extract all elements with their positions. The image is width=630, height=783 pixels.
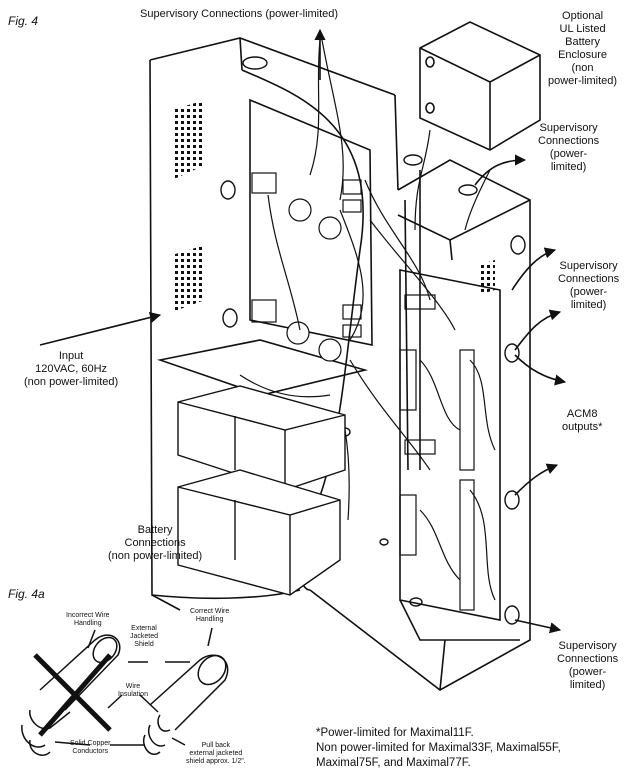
- label-input: Input 120VAC, 60Hz (non power-limited): [24, 350, 119, 388]
- wires: [239, 39, 496, 601]
- cabinet: [149, 37, 531, 691]
- label-supervisory-top: Supervisory Connections (power-limited): [140, 8, 339, 20]
- figure-label-inset: Fig. 4a: [8, 587, 45, 601]
- label-correct-handling: Correct Wire Handling: [190, 608, 230, 623]
- arrows: [39, 28, 567, 634]
- label-supervisory-right-2: Supervisory Connections (power- limited): [558, 260, 620, 311]
- label-solid-copper: Solid Copper Conductors: [70, 740, 111, 755]
- label-wire-insulation: Wire Insulation: [118, 683, 148, 698]
- label-battery-connections: Battery Connections (non power-limited): [108, 524, 203, 562]
- knockouts: [220, 56, 526, 625]
- label-pull-back: Pull back external jacketed shield appro…: [186, 742, 246, 765]
- label-supervisory-bottom-right: Supervisory Connections (power- limited): [557, 640, 619, 691]
- circuit-boards: [251, 172, 475, 611]
- battery-enclosure: [419, 21, 541, 151]
- vents: [172, 100, 495, 312]
- figure-label-main: Fig. 4: [8, 14, 39, 28]
- batteries: [177, 385, 346, 596]
- label-external-shield: External Jacketed Shield: [130, 625, 159, 648]
- label-incorrect-handling: Incorrect Wire Handling: [66, 612, 110, 627]
- label-acm8-outputs: ACM8 outputs*: [562, 408, 603, 433]
- footnote: *Power-limited for Maximal11F. Non power…: [316, 727, 561, 769]
- label-optional-enclosure: Optional UL Listed Battery Enclosure (no…: [548, 10, 618, 87]
- label-supervisory-right-1: Supervisory Connections (power- limited): [538, 122, 600, 173]
- inset-illustration: [21, 627, 229, 756]
